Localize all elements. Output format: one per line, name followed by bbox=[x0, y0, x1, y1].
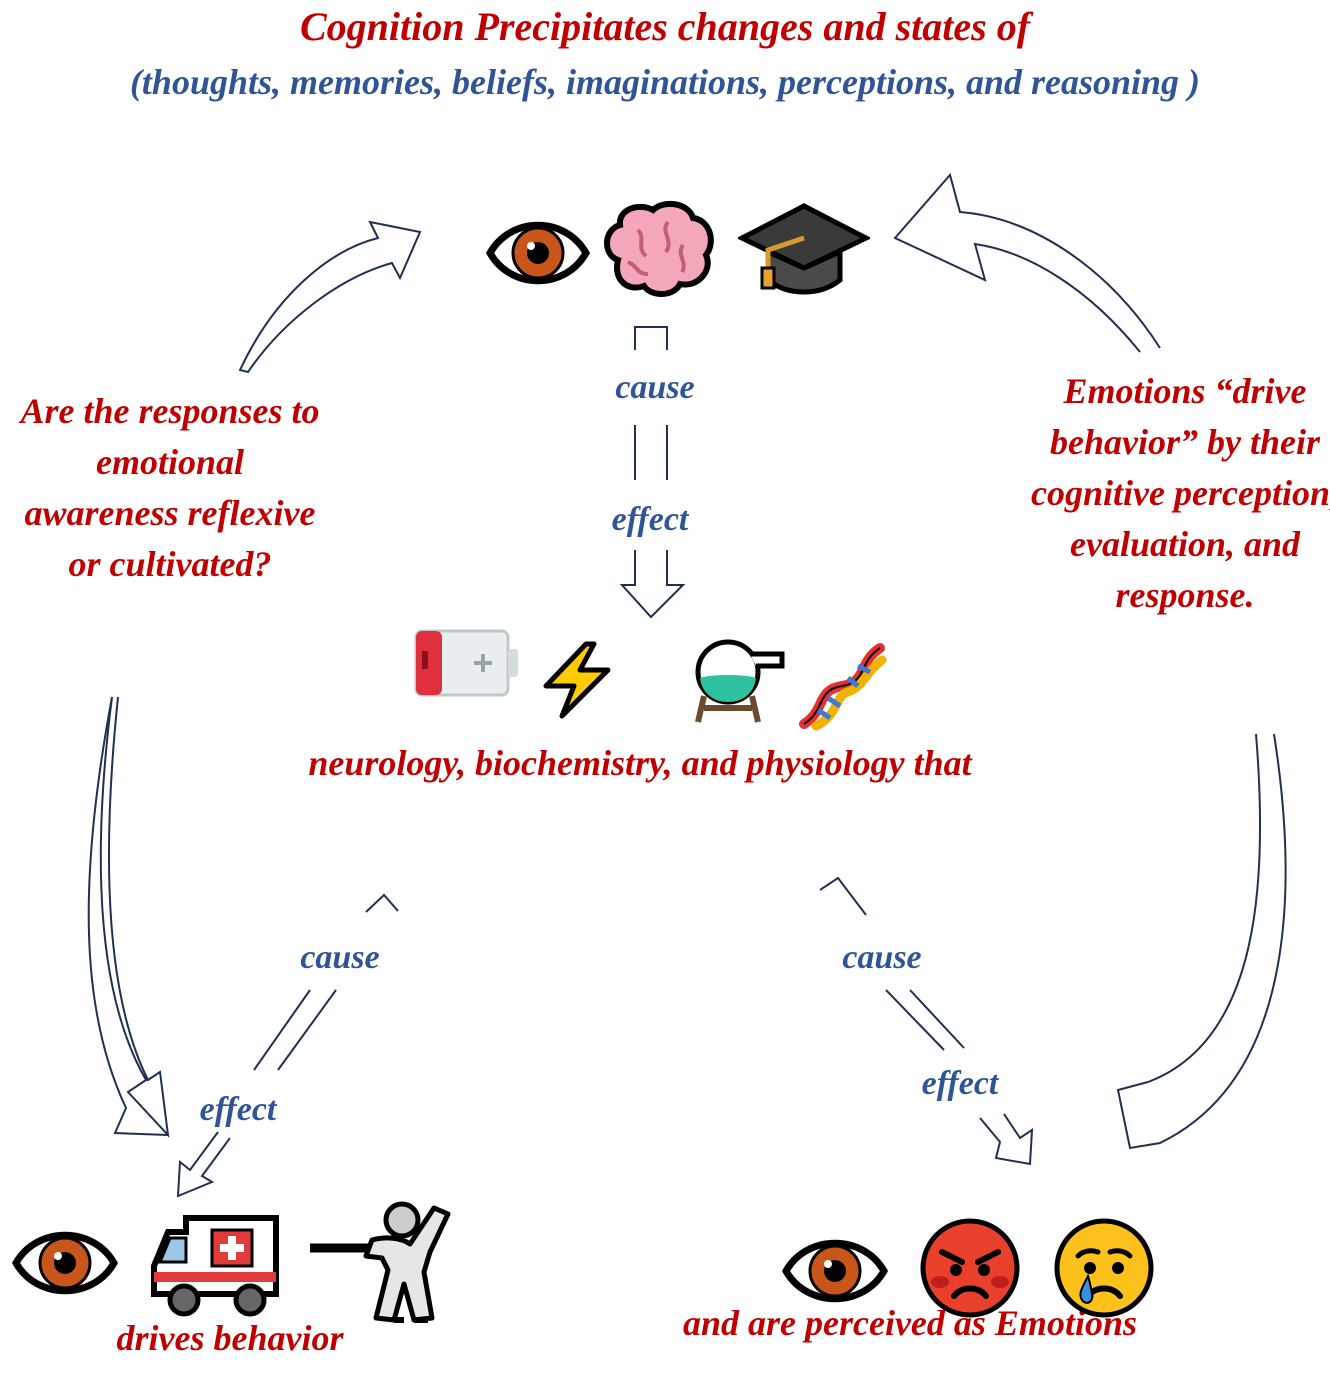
dna-icon bbox=[799, 643, 887, 731]
right-cause-label: cause bbox=[842, 939, 922, 976]
drives-behavior-text: drives behavior bbox=[116, 1318, 344, 1358]
crying-face-icon bbox=[1054, 1218, 1154, 1318]
brain-icon bbox=[604, 200, 714, 297]
fencer-icon bbox=[310, 1201, 451, 1323]
right-emotions-text: Emotions “drive behavior” by their cogni… bbox=[1031, 371, 1330, 615]
top-arrow-head bbox=[619, 550, 686, 619]
right-curved-arrow-up bbox=[893, 172, 1161, 353]
top-arrow-segment bbox=[634, 326, 668, 350]
right-diag-segment bbox=[885, 989, 945, 1051]
left-diag-segment bbox=[277, 989, 337, 1071]
ambulance-icon bbox=[151, 1215, 279, 1317]
perceived-emotions-text: and are perceived as Emotions bbox=[683, 1303, 1137, 1343]
eye-icon bbox=[486, 221, 590, 285]
eye-icon bbox=[12, 1231, 118, 1295]
left-diag-segment bbox=[365, 893, 399, 913]
right-long-arrow bbox=[1116, 733, 1287, 1150]
top-cause-label: cause bbox=[615, 369, 695, 406]
middle-physiology-text: neurology, biochemistry, and physiology … bbox=[308, 743, 972, 783]
flask-icon bbox=[695, 639, 785, 723]
left-curved-arrow-up bbox=[238, 220, 422, 374]
angry-face-icon bbox=[920, 1218, 1020, 1318]
top-effect-label: effect bbox=[611, 501, 689, 538]
right-diag-segment bbox=[819, 876, 867, 916]
eye-icon bbox=[782, 1239, 888, 1303]
graduation-cap-icon bbox=[738, 203, 870, 295]
right-diag-segment bbox=[909, 989, 965, 1049]
right-effect-label: effect bbox=[921, 1065, 999, 1102]
left-diag-arrow-head bbox=[176, 1131, 231, 1198]
left-question-text: Are the responses to emotional awareness… bbox=[20, 391, 320, 584]
right-diag-arrow-head bbox=[979, 1113, 1034, 1166]
left-cause-label: cause bbox=[300, 939, 380, 976]
battery-icon bbox=[414, 629, 518, 697]
diagram-subtitle: (thoughts, memories, beliefs, imaginatio… bbox=[129, 62, 1201, 102]
diagram-title: Cognition Precipitates changes and state… bbox=[299, 4, 1031, 49]
lightning-icon bbox=[543, 641, 611, 719]
left-effect-label: effect bbox=[199, 1091, 277, 1128]
left-diag-segment bbox=[253, 989, 311, 1071]
